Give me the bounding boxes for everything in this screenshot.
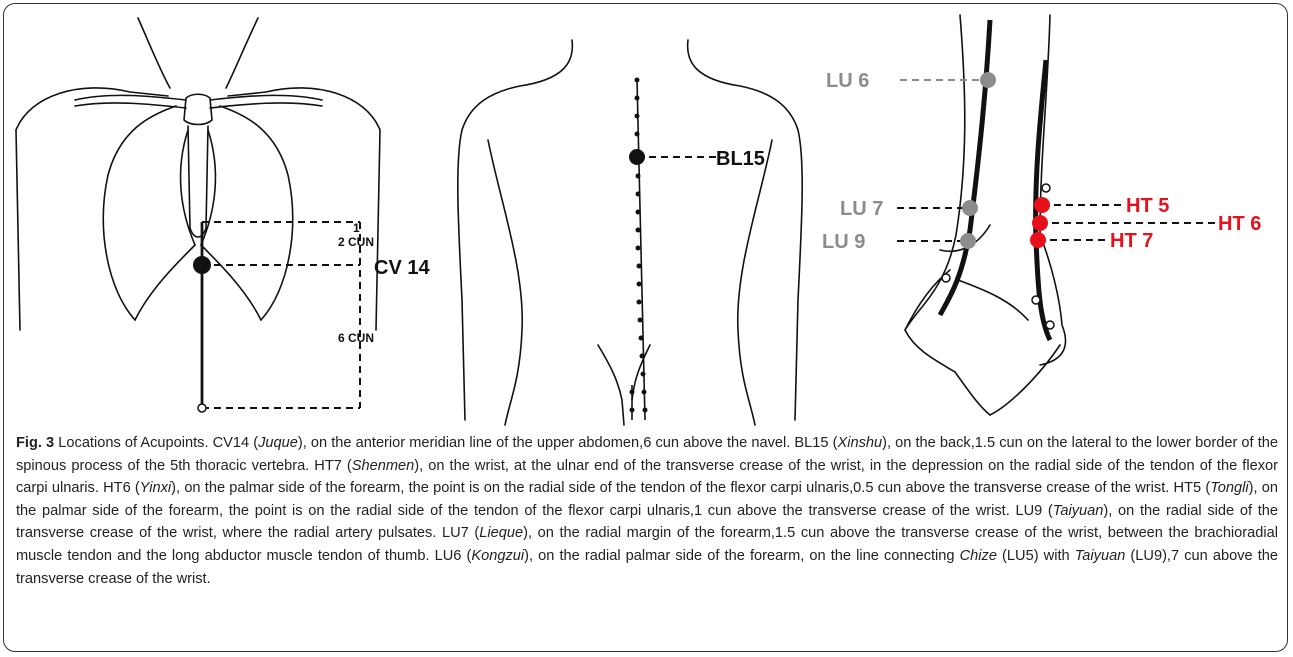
caption-text: ), on the anterior meridian line of the … [298,435,838,451]
back-torso-illustration [458,40,802,425]
lu9-label: LU 9 [822,231,865,253]
caption-text: Locations of Acupoints. CV14 ( [54,435,258,451]
figure-caption: Fig. 3 Locations of Acupoints. CV14 (Juq… [16,432,1278,590]
ht5-point [1034,197,1050,213]
bl15-label: BL15 [716,148,765,170]
caption-text: ), on the radial palmar side of the fore… [524,548,960,564]
caption-text: (LU5) with [997,548,1075,564]
bl15-point [629,149,645,165]
caption-italic: Taiyuan [1053,503,1104,519]
caption-italic: Shenmen [352,458,414,474]
acupoint-figure: 1 2 CUN CV 14 6 CUN BL15 [0,0,1293,430]
caption-italic: Tongli [1210,480,1248,496]
cv14-measurement [202,222,360,408]
lu6-point [980,72,996,88]
caption-italic: Taiyuan [1075,548,1126,564]
ht5-label: HT 5 [1126,195,1169,217]
figure-number: Fig. 3 [16,435,54,451]
ht6-point [1032,215,1048,231]
ht6-label: HT 6 [1218,213,1261,235]
front-torso-illustration [16,18,380,330]
lu6-label: LU 6 [826,70,869,92]
cun-6-label: 6 CUN [338,331,374,345]
caption-italic: Chize [960,548,997,564]
caption-text: ), on the palmar side of the forearm, th… [171,480,1210,496]
cun-top-label: 1 [353,221,360,235]
caption-italic: Lieque [479,525,523,541]
lu7-point [962,200,978,216]
navel-point [198,404,206,412]
lu7-label: LU 7 [840,198,883,220]
ht7-point [1030,232,1046,248]
caption-italic: Juque [258,435,298,451]
caption-italic: Kongzui [471,548,524,564]
ht7-label: HT 7 [1110,230,1153,252]
cun-2-label: 2 CUN [338,235,374,249]
cv14-point [193,256,211,274]
caption-italic: Xinshu [838,435,883,451]
caption-italic: Yinxi [140,480,171,496]
lu9-point [960,233,976,249]
cv14-label: CV 14 [374,257,430,279]
lu-leaders [897,80,988,241]
lung-meridian [940,20,990,315]
